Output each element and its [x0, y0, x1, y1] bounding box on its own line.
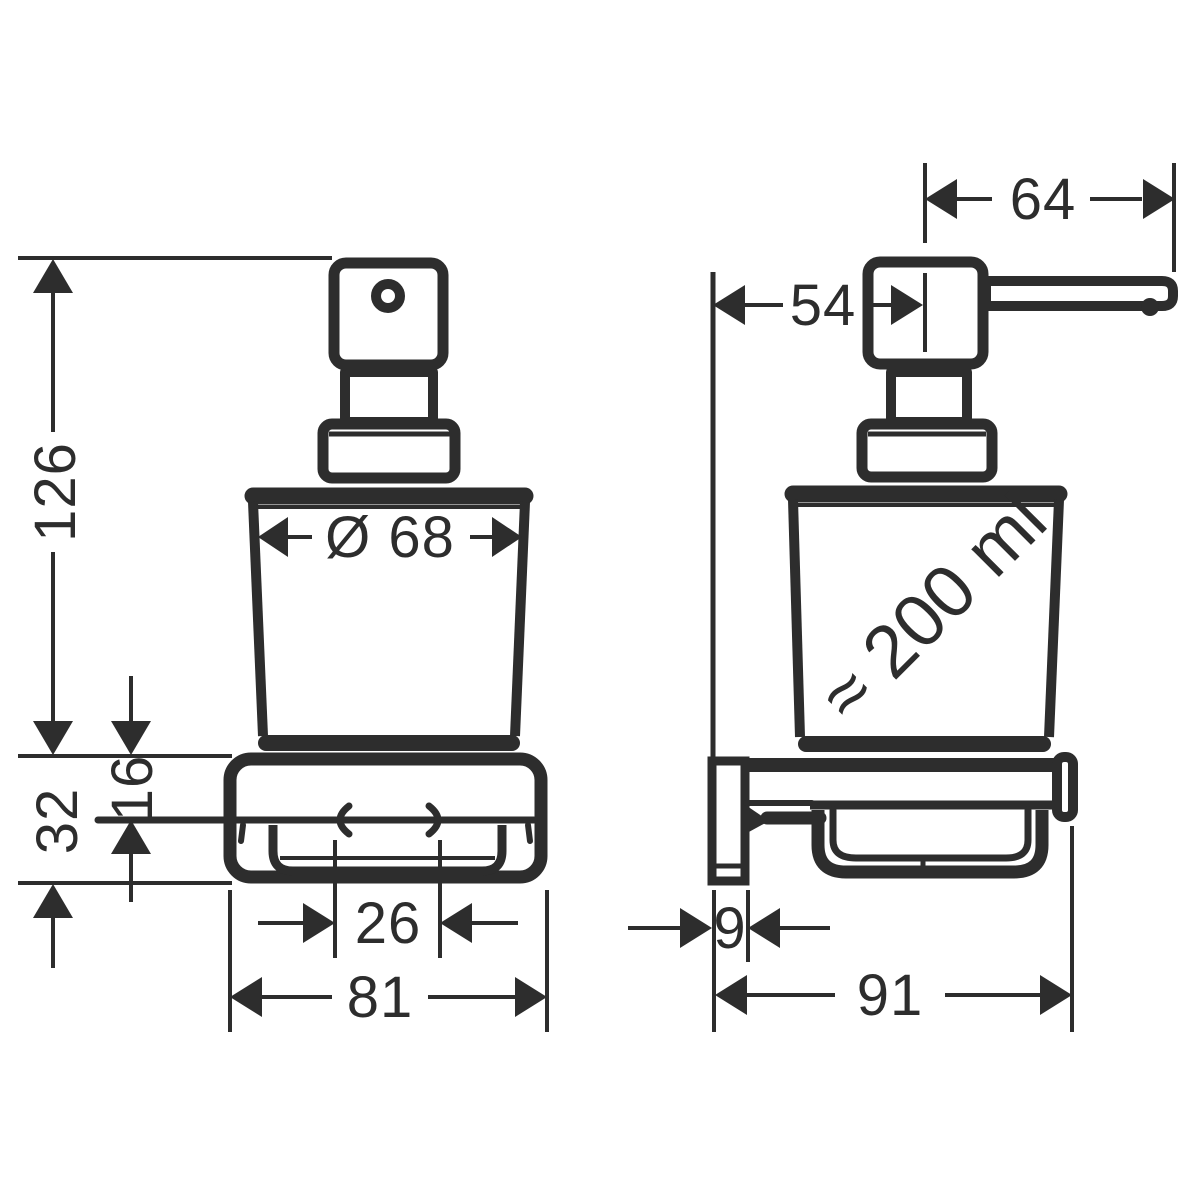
pump-head — [328, 257, 449, 371]
arrowhead-right — [492, 517, 522, 557]
arrowhead-right — [303, 903, 335, 943]
side-view: ≈ 200 ml 64 — [628, 163, 1178, 1032]
dim-label-16: 16 — [100, 755, 165, 822]
arrowhead-left — [748, 908, 780, 948]
dispenser-front-outline — [94, 257, 548, 884]
dim-label-32: 32 — [25, 788, 90, 855]
pump-spout-hole — [371, 279, 405, 313]
dimension-total-depth: 91 — [715, 826, 1074, 1032]
dim-label-54: 54 — [790, 273, 857, 338]
arrowhead-up — [33, 259, 73, 293]
dimension-rim-height: 16 — [100, 676, 165, 902]
wall-holder-front — [94, 752, 548, 884]
wall-plate — [707, 756, 750, 886]
arrowhead-right — [891, 285, 923, 325]
dimension-wall-to-center: 54 — [713, 273, 923, 338]
holder-ring-inner — [829, 806, 1032, 862]
dim-label-126: 126 — [23, 442, 88, 542]
bracket-wedge — [747, 806, 769, 833]
glass-wall-right — [1044, 499, 1064, 738]
arrowhead-left — [230, 977, 262, 1017]
holder-ring-outer — [811, 810, 1049, 879]
glass-container-front — [244, 487, 534, 751]
front-view: 126 16 32 Ø 68 — [18, 256, 549, 1032]
dimension-holder-height: 32 — [25, 788, 90, 968]
wall-holder-side — [707, 752, 1078, 886]
dim-label-81: 81 — [347, 965, 414, 1030]
dimension-diameter: Ø 68 — [258, 505, 522, 570]
arrowhead-right — [1143, 179, 1175, 219]
dim-label-9: 9 — [713, 896, 746, 961]
arrowhead-right — [1040, 975, 1072, 1015]
pump-collar — [317, 418, 461, 484]
pump-spout — [981, 276, 1178, 311]
arrowhead-right — [515, 977, 547, 1017]
capacity-label: ≈ 200 ml — [803, 478, 1062, 737]
glass-wall-right — [510, 501, 530, 737]
arrowhead-left — [925, 179, 957, 219]
dimension-plate-thickness: 9 — [628, 890, 830, 1032]
holder-corner-tick-left — [238, 822, 246, 844]
arrowhead-down — [33, 721, 73, 755]
arrowhead-left — [440, 903, 472, 943]
arrowhead-up — [33, 884, 73, 918]
dim-label-26: 26 — [355, 891, 422, 956]
dimension-total-height: 126 — [23, 259, 88, 755]
arrowhead-left — [258, 517, 288, 557]
dimension-screw-spacing: 26 — [258, 840, 518, 958]
pump-collar — [856, 418, 998, 483]
bracket-end-cap — [1052, 752, 1078, 822]
arrowhead-down — [111, 721, 151, 755]
glass-container-side: ≈ 200 ml — [784, 478, 1068, 752]
spout-outlet-tip — [1141, 298, 1159, 316]
holder-inner-tray — [268, 825, 507, 876]
holder-corner-tick-right — [525, 822, 533, 844]
dim-label-diameter: Ø 68 — [325, 505, 455, 570]
glass-wall-left — [248, 501, 268, 737]
arrowhead-up — [111, 820, 151, 854]
dimension-holder-width: 81 — [228, 890, 549, 1032]
glass-wall-left — [788, 499, 805, 738]
arrowhead-left — [715, 975, 747, 1015]
arrowhead-right — [680, 908, 712, 948]
dispenser-side-outline: ≈ 200 ml — [707, 256, 1178, 886]
screw-mark-left — [336, 802, 353, 838]
dim-label-64: 64 — [1010, 167, 1077, 232]
dim-label-91: 91 — [857, 963, 924, 1028]
pump-stem — [886, 367, 972, 427]
dimension-spout-reach: 64 — [923, 163, 1176, 352]
screw-mark-right — [425, 802, 442, 838]
pump-stem — [340, 367, 438, 427]
arrowhead-left — [713, 285, 745, 325]
